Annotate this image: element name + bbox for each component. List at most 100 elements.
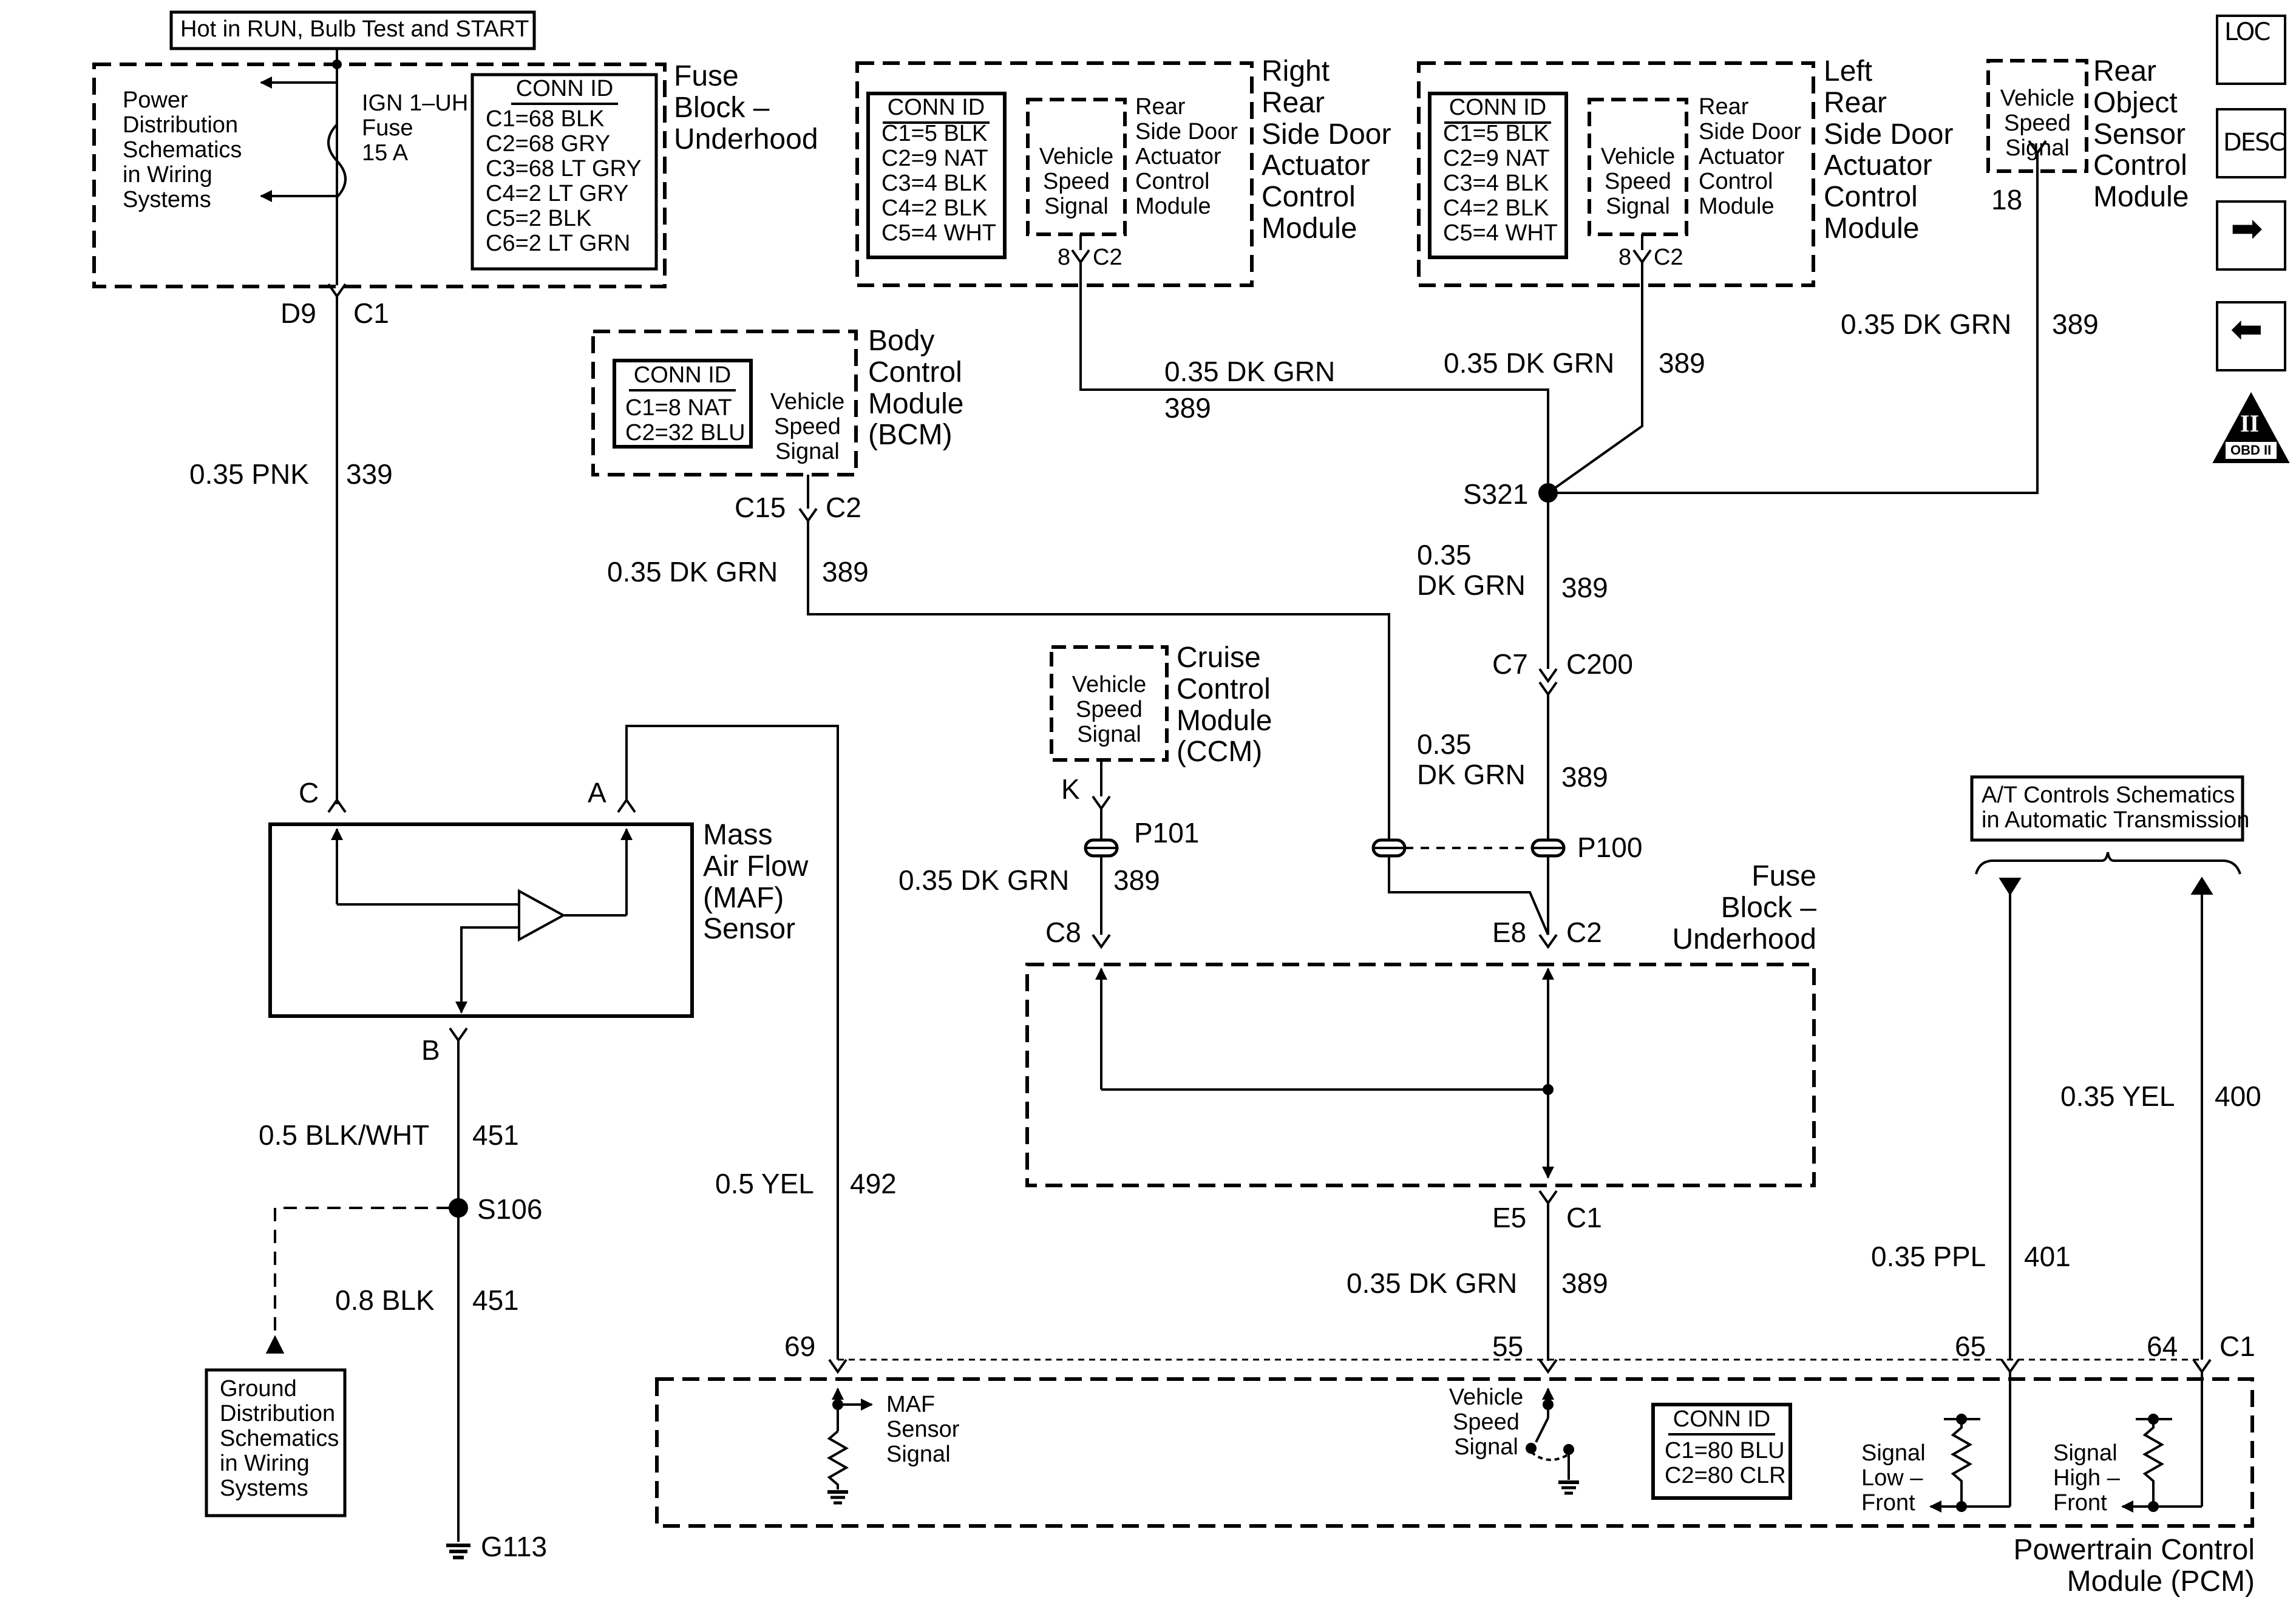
- wire-yel400-desc: 0.35 YEL: [2060, 1080, 2175, 1112]
- desc-icon-text: DESC: [2223, 129, 2286, 157]
- pcm-outline: [655, 1377, 2254, 1528]
- pcm-signal-low-label: Signal Low – Front: [1861, 1440, 1926, 1516]
- lr-conn-title: CONN ID: [1433, 95, 1562, 124]
- obd-ii-roman: II: [2240, 410, 2260, 437]
- maf-pin-a-label: A: [588, 777, 606, 808]
- ground-note-box: [205, 1368, 347, 1517]
- ro-vss-label: Vehicle Speed Signal: [2000, 86, 2075, 161]
- fuse-mid-e5: [1538, 1190, 1558, 1205]
- pcm-signal-high-label: Signal High – Front: [2053, 1440, 2120, 1516]
- bcm-connector: [798, 507, 818, 523]
- obd-ii-label: OBD II: [2230, 442, 2272, 458]
- pcm-conn-title: CONN ID: [1657, 1406, 1786, 1436]
- pcm-maf-signal-label: MAF Sensor Signal: [886, 1392, 960, 1468]
- pcm-pin-55: 55: [1492, 1331, 1524, 1362]
- rear-object-vss-box: [1986, 59, 2088, 173]
- lr-vss-box: [1588, 98, 1688, 236]
- pcm-pin-64: 64: [2147, 1331, 2178, 1362]
- maf-pin-b: [449, 1027, 468, 1043]
- splice-s106-label: S106: [477, 1193, 543, 1225]
- wire-pnk-desc: 0.35 PNK: [189, 458, 309, 490]
- fuse-mid-e8: [1538, 934, 1558, 949]
- wire-ppl-desc: 0.35 PPL: [1871, 1241, 1986, 1272]
- wire-lr-desc: 0.35 DK GRN: [1444, 347, 1615, 379]
- ccm-outline: [1050, 645, 1169, 762]
- loc-icon-text: LOC: [2224, 18, 2271, 46]
- p101-connector: [1084, 838, 1119, 858]
- pcm-pin-69: 69: [784, 1331, 816, 1362]
- bcm-vss-label: Vehicle Speed Signal: [770, 389, 845, 465]
- wire-yel-desc: 0.5 YEL: [715, 1168, 814, 1199]
- description-icon: DESC: [2223, 129, 2286, 157]
- fuse-mid-conn-c2: C2: [1566, 917, 1602, 948]
- description-button[interactable]: DESC: [2216, 108, 2286, 178]
- wire-ccm-desc: 0.35 DK GRN: [898, 864, 1070, 896]
- lr-sub-label: Rear Side Door Actuator Control Module: [1699, 94, 1801, 220]
- ccm-vss-label: Vehicle Speed Signal: [1072, 672, 1147, 748]
- location-icon: LOC: [2224, 18, 2271, 46]
- pcm-title: Powertrain Control Module (PCM): [2013, 1534, 2255, 1598]
- wire-pnk-num: 339: [346, 458, 393, 490]
- wire-yel-num: 492: [850, 1168, 897, 1199]
- maf-pin-c: [327, 798, 347, 813]
- bcm-conn-lines: C1=8 NAT C2=32 BLU: [625, 395, 746, 446]
- maf-pin-c-label: C: [299, 777, 319, 808]
- wire-bcm-desc: 0.35 DK GRN: [607, 556, 778, 588]
- rr-vss-label: Vehicle Speed Signal: [1039, 144, 1114, 220]
- fuse-conn-id-box: [470, 73, 658, 271]
- connector-c7-label: C7: [1492, 648, 1528, 680]
- connector-c200-label: C200: [1566, 648, 1633, 680]
- ccm-connector: [1092, 795, 1111, 811]
- hot-note-box: [169, 10, 536, 50]
- fuse-mid-pin-e8: E8: [1492, 917, 1527, 948]
- wire-c7-desc: 0.35 DK GRN: [1417, 728, 1526, 790]
- fuse-block-top-outline: [92, 63, 667, 288]
- ground-note: Ground Distribution Schematics in Wiring…: [220, 1376, 339, 1502]
- connector-c7-c200: [1538, 668, 1558, 697]
- rr-pin: 8: [1058, 245, 1071, 270]
- fuse-top-conn-title: CONN ID: [480, 76, 650, 106]
- splice-s106: [449, 1198, 468, 1218]
- wire-451a-desc: 0.5 BLK/WHT: [259, 1119, 430, 1151]
- left-rear-door-outline: [1417, 61, 1815, 287]
- bcm-conn: C2: [826, 492, 861, 523]
- lr-pin: 8: [1618, 245, 1632, 270]
- bcm-conn-title: CONN ID: [618, 362, 747, 392]
- fuse-block-top-title: Fuse Block – Underhood: [674, 60, 818, 155]
- wire-e5-num: 389: [1561, 1267, 1608, 1299]
- p101-label: P101: [1134, 817, 1200, 849]
- p100-label: P100: [1577, 832, 1643, 863]
- rr-title: Right Rear Side Door Actuator Control Mo…: [1262, 55, 1391, 245]
- maf-pin-b-label: B: [421, 1034, 440, 1066]
- rr-conn: C2: [1093, 245, 1123, 270]
- back-button[interactable]: ⬅: [2216, 301, 2286, 371]
- fuse-block-mid-outline: [1025, 963, 1816, 1187]
- bcm-title: Body Control Module (BCM): [868, 325, 964, 452]
- lr-conn: C2: [1654, 245, 1683, 270]
- wire-451b-desc: 0.8 BLK: [335, 1284, 435, 1316]
- arrow-right-icon: ➡: [2230, 206, 2263, 251]
- right-rear-door-outline: [855, 61, 1254, 287]
- maf-sensor-box: [268, 822, 694, 1018]
- wire-s321-num: 389: [1561, 572, 1608, 603]
- wire-c7-num: 389: [1561, 761, 1608, 793]
- rr-conn-lines: C1=5 BLK C2=9 NAT C3=4 BLK C4=2 BLK C5=4…: [881, 121, 996, 246]
- pcm-conn-c1: C1: [2220, 1331, 2255, 1362]
- fuse-mid-pin-c8: C8: [1045, 917, 1081, 948]
- wire-e5-desc: 0.35 DK GRN: [1347, 1267, 1518, 1299]
- lr-conn-lines: C1=5 BLK C2=9 NAT C3=4 BLK C4=2 BLK C5=4…: [1443, 121, 1558, 246]
- power-distribution-note: Power Distribution Schematics in Wiring …: [123, 87, 242, 213]
- wire-s321-desc: 0.35 DK GRN: [1417, 539, 1526, 601]
- p100-connectors: [1371, 838, 1566, 858]
- rr-connector: [1071, 249, 1090, 265]
- forward-button[interactable]: ➡: [2216, 200, 2286, 271]
- maf-title: Mass Air Flow (MAF) Sensor: [703, 819, 809, 946]
- wire-rr-desc: 0.35 DK GRN: [1164, 356, 1336, 387]
- connector-d9-c1: [327, 283, 347, 299]
- wire-451a-num: 451: [472, 1119, 519, 1151]
- wire-451b-num: 451: [472, 1284, 519, 1316]
- location-button[interactable]: LOC: [2216, 15, 2286, 85]
- rr-vss-box: [1026, 98, 1127, 236]
- ground-g113-symbol: [446, 1544, 470, 1559]
